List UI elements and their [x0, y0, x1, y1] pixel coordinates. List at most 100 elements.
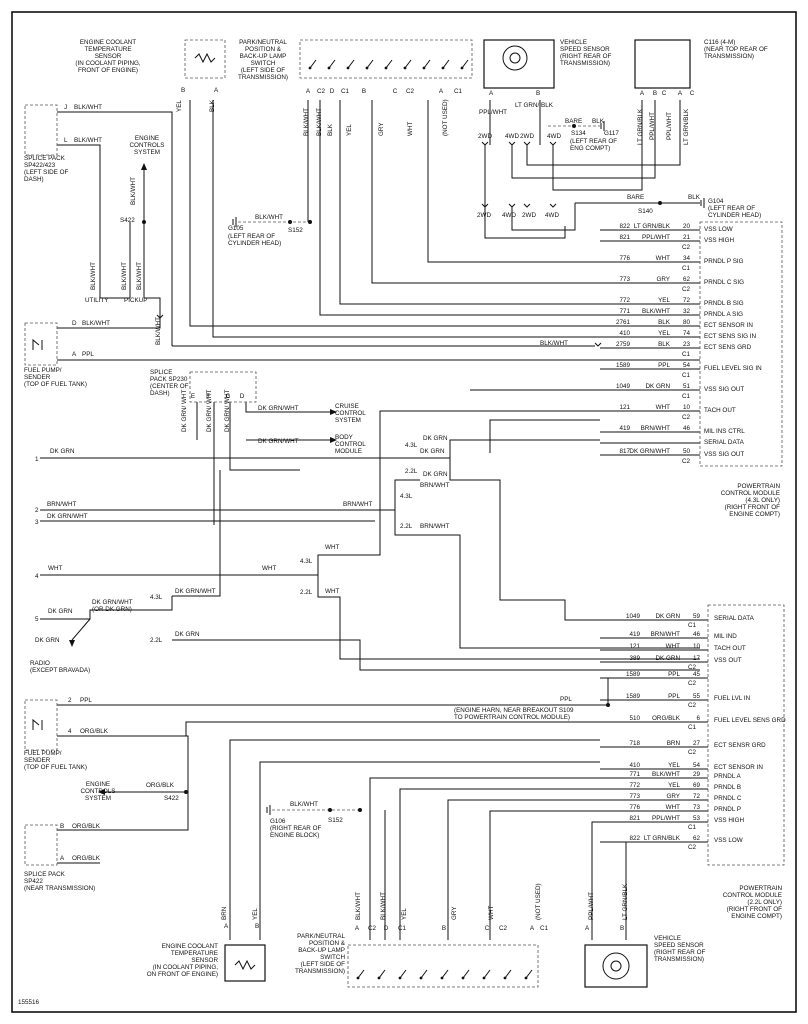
vss-high-lower — [591, 821, 600, 940]
s109-label: (ENGINE HARN, NEAR BREAKOUT S109 — [454, 707, 574, 714]
pnp-bottom-pin: A — [355, 925, 360, 932]
pcm22-pin-function: FUEL LEVEL SENS GRD — [714, 717, 786, 724]
pin-a: A — [72, 351, 77, 358]
pcm43-pin-function: PRNDL P SIG — [704, 258, 744, 265]
pcm22-connector: C2 — [688, 680, 697, 687]
g117-location: ENG COMPT) — [570, 145, 610, 152]
pin-b-wire: ORG/BLK — [72, 823, 101, 830]
pnp-switch-box — [299, 39, 473, 79]
pcm43-pin-function: VSS SIG OUT — [704, 451, 744, 458]
pnp-bottom-pin: C1 — [398, 925, 407, 932]
pcm43-circuit-number: 121 — [619, 404, 630, 411]
vss-bottom-label: SPEED SENSOR — [654, 942, 704, 949]
pcm22-pin-function: PRNDL A — [714, 773, 742, 780]
trans-4wd: 4WD — [505, 133, 519, 140]
sp230-pin: F — [206, 393, 210, 400]
vss-bottom-label: TRANSMISSION) — [654, 956, 704, 963]
sp230-wire: DK GRN/ WHT — [181, 390, 188, 432]
pcm43-pin-function: ECT SENS SIG IN — [704, 333, 756, 340]
prndl-a-lower — [369, 777, 600, 940]
pnp-bottom-contact — [357, 969, 365, 979]
pcm43-circuit-number: 821 — [619, 234, 630, 241]
ecs-lower-wire-label: ORG/BLK — [146, 782, 175, 789]
bcm-wire-label: DK GRN/WHT — [258, 438, 299, 445]
ect-bottom-box — [224, 944, 266, 982]
brn-43 — [394, 479, 420, 510]
pcm43-wire-color: LT GRN/BLK — [634, 223, 671, 230]
pnp-wire-label: GRY — [378, 122, 385, 136]
c116-wire: LT GRN/BLK — [637, 108, 644, 145]
ect-bottom-label: ON FRONT OF ENGINE) — [147, 971, 218, 978]
pnp-bottom-pin: C1 — [540, 925, 549, 932]
ect-sensor-label: FRONT OF ENGINE) — [78, 67, 138, 74]
pnp-bottom-terminal — [482, 976, 486, 980]
engine-43l: 4.3L — [405, 442, 418, 449]
pcm22-pin-number: 62 — [693, 835, 701, 842]
pcm43-connector: C1 — [682, 351, 691, 358]
fuel-pump-bottom-box — [24, 699, 58, 751]
pnp-top-terminal — [441, 66, 445, 70]
g106-location: ENGINE BLOCK) — [270, 832, 319, 839]
pnp-bottom-pin: B — [442, 925, 446, 932]
pnp-bottom-box — [347, 944, 539, 988]
c5-alt-wire: (OR DK GRN) — [92, 606, 132, 613]
bcm-label: CONTROL — [335, 441, 366, 448]
pcm22-pin-number: 6 — [696, 715, 700, 722]
pin-a: A — [60, 855, 65, 862]
pcm22-pin-number: 73 — [693, 804, 701, 811]
fuel-pump-top-label: FUEL PUMP/ — [24, 367, 62, 374]
pcm22-wire-color: PPL — [668, 671, 680, 678]
pcm43-circuit-number: 2761 — [616, 319, 631, 326]
splice-dot — [184, 790, 188, 794]
ecs-label: SYSTEM — [134, 149, 160, 156]
splice-sp422-label: SP422/423 — [24, 162, 56, 169]
vss-bottom-label: VEHICLE — [654, 935, 681, 942]
pcm22-wire-color: WHT — [666, 643, 680, 650]
pcm22-pin-function: VSS LOW — [714, 837, 743, 844]
engine-43l: 4.3L — [400, 493, 413, 500]
pcm22-pin-number: 46 — [693, 631, 701, 638]
vss-pin-a: A — [489, 90, 494, 97]
s134-label: S134 — [571, 130, 586, 137]
pcm22-pin-function: PRNDL B — [714, 784, 741, 791]
splice-sp422-box — [24, 104, 58, 156]
vss-top-label: SPEED SENSOR — [560, 46, 610, 53]
pcm43-connector: C1 — [682, 265, 691, 272]
cruise-label: CRUISE — [335, 403, 359, 410]
pcm43-circuit-number: 771 — [619, 308, 630, 315]
splice-dot — [308, 220, 312, 224]
pnp-bottom-wire: YEL — [401, 908, 408, 920]
pcm22-title: (RIGHT FRONT OF — [727, 906, 783, 913]
wht-22 — [317, 575, 700, 660]
g106-location: (RIGHT REAR OF — [270, 825, 321, 832]
sp230-label: DASH) — [150, 390, 170, 397]
ect-sensor-thermistor — [194, 52, 216, 64]
vss-bottom-label: (RIGHT REAR OF — [654, 949, 705, 956]
pcm43-connector: C1 — [682, 393, 691, 400]
sp230-wire: DK GRN/ WHT — [224, 390, 231, 432]
pnp-pin: D — [330, 88, 335, 95]
pcm43-wire-color: YEL — [658, 297, 670, 304]
trans-2wd: 2WD — [478, 133, 492, 140]
connector-chevron — [523, 141, 531, 146]
pcm43-pin-number: 21 — [683, 234, 691, 241]
sp230-label: PACK SP230 — [150, 376, 188, 383]
vss-low-lower — [600, 841, 627, 940]
engine-22l: 2.2L — [400, 523, 413, 530]
vss-top-hub — [509, 52, 521, 64]
pcm43-pin-function: ECT SENSOR IN — [704, 322, 753, 329]
g117-location: (LEFT REAR OF — [570, 138, 617, 145]
pcm22-pin-number: 53 — [693, 815, 701, 822]
pnp-bottom-wire: WHT — [488, 906, 495, 920]
pcm43-pin-number: 34 — [683, 255, 691, 262]
pcm22-wire-color: WHT — [666, 804, 680, 811]
pcm43-wire-color: WHT — [656, 255, 670, 262]
pcm43-pin-number: 46 — [683, 425, 691, 432]
brnwht-43: BRN/WHT — [420, 482, 450, 489]
pnp-switch-label: POSITION & — [245, 46, 282, 53]
pcm43-pin-function: PRNDL A SIG — [704, 311, 743, 318]
trans-wire — [552, 100, 643, 191]
g106-wire-label: BLK/WHT — [290, 801, 318, 808]
c116-wire: PPL/WHT — [666, 112, 673, 140]
